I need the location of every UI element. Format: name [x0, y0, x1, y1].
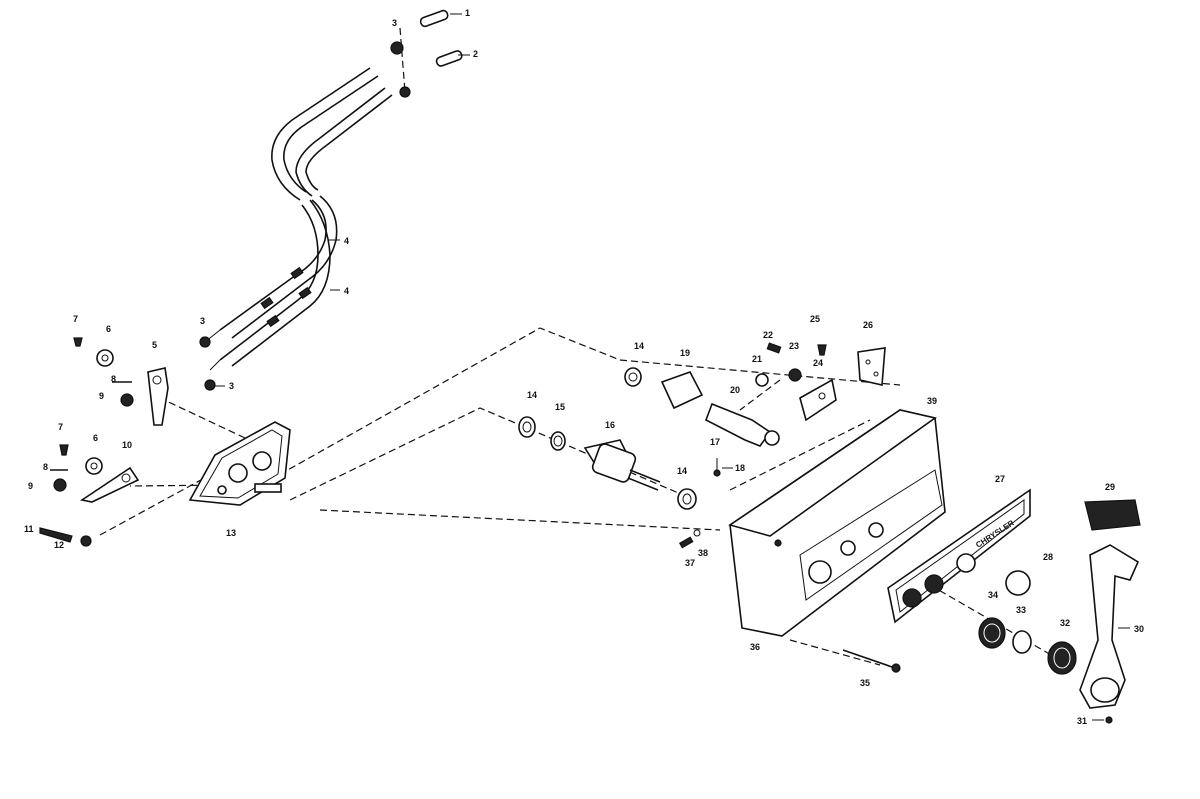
- label-18: 18: [735, 463, 745, 473]
- label-7-upper: 7: [73, 314, 78, 324]
- label-9-lower: 9: [28, 481, 33, 491]
- label-6-lower: 6: [93, 433, 98, 443]
- label-12: 12: [54, 540, 64, 550]
- face-plate-27: CHRYSLER: [887, 488, 1031, 624]
- label-4-lower: 4: [344, 286, 349, 296]
- label-16: 16: [605, 420, 615, 430]
- shaft-parts: [518, 367, 780, 510]
- label-36: 36: [750, 642, 760, 652]
- label-8-lower: 8: [43, 462, 48, 472]
- upper-lever-assembly: [73, 337, 169, 426]
- label-17: 17: [710, 437, 720, 447]
- label-20: 20: [730, 385, 740, 395]
- label-3-left: 3: [200, 316, 205, 326]
- lower-lever-assembly: [39, 444, 140, 547]
- label-11: 11: [24, 524, 34, 534]
- label-7-lower: 7: [58, 422, 63, 432]
- label-9-upper: 9: [99, 391, 104, 401]
- label-39: 39: [927, 396, 937, 406]
- part-number-labels: 1 2 3 3 3 4 4 5 6 6 7 7 8 8 9 9 10 11 12…: [24, 8, 1144, 726]
- label-38: 38: [698, 548, 708, 558]
- label-24: 24: [813, 358, 823, 368]
- label-13: 13: [226, 528, 236, 538]
- label-35: 35: [860, 678, 870, 688]
- label-4-upper: 4: [344, 236, 349, 246]
- housing-bolt-35: [678, 529, 901, 673]
- assembly-guide-lines: [99, 27, 1061, 666]
- control-housing-39: [728, 409, 946, 637]
- label-5: 5: [152, 340, 157, 350]
- label-22: 22: [763, 330, 773, 340]
- label-14-a: 14: [634, 341, 644, 351]
- label-32: 32: [1060, 618, 1070, 628]
- detent-parts: [755, 342, 886, 422]
- cable-end-fittings: [199, 9, 463, 391]
- label-31: 31: [1077, 716, 1087, 726]
- handle-parts: [978, 499, 1141, 724]
- label-3-top: 3: [392, 18, 397, 28]
- label-15: 15: [555, 402, 565, 412]
- label-34: 34: [988, 590, 998, 600]
- label-25: 25: [810, 314, 820, 324]
- label-14-c: 14: [677, 466, 687, 476]
- label-6-upper: 6: [106, 324, 111, 334]
- label-10: 10: [122, 440, 132, 450]
- label-37: 37: [685, 558, 695, 568]
- label-3-low: 3: [229, 381, 234, 391]
- gear-bracket-13: [188, 421, 291, 506]
- label-29: 29: [1105, 482, 1115, 492]
- label-21: 21: [752, 354, 762, 364]
- label-26: 26: [863, 320, 873, 330]
- label-33: 33: [1016, 605, 1026, 615]
- throttle-shift-cables: [204, 67, 393, 371]
- label-14-b: 14: [527, 390, 537, 400]
- label-1: 1: [465, 8, 470, 18]
- label-23: 23: [789, 341, 799, 351]
- label-30: 30: [1134, 624, 1144, 634]
- label-8-upper: 8: [111, 374, 116, 384]
- label-19: 19: [680, 348, 690, 358]
- callout-leaders: [214, 13, 1130, 721]
- label-28: 28: [1043, 552, 1053, 562]
- label-27: 27: [995, 474, 1005, 484]
- label-2: 2: [473, 49, 478, 59]
